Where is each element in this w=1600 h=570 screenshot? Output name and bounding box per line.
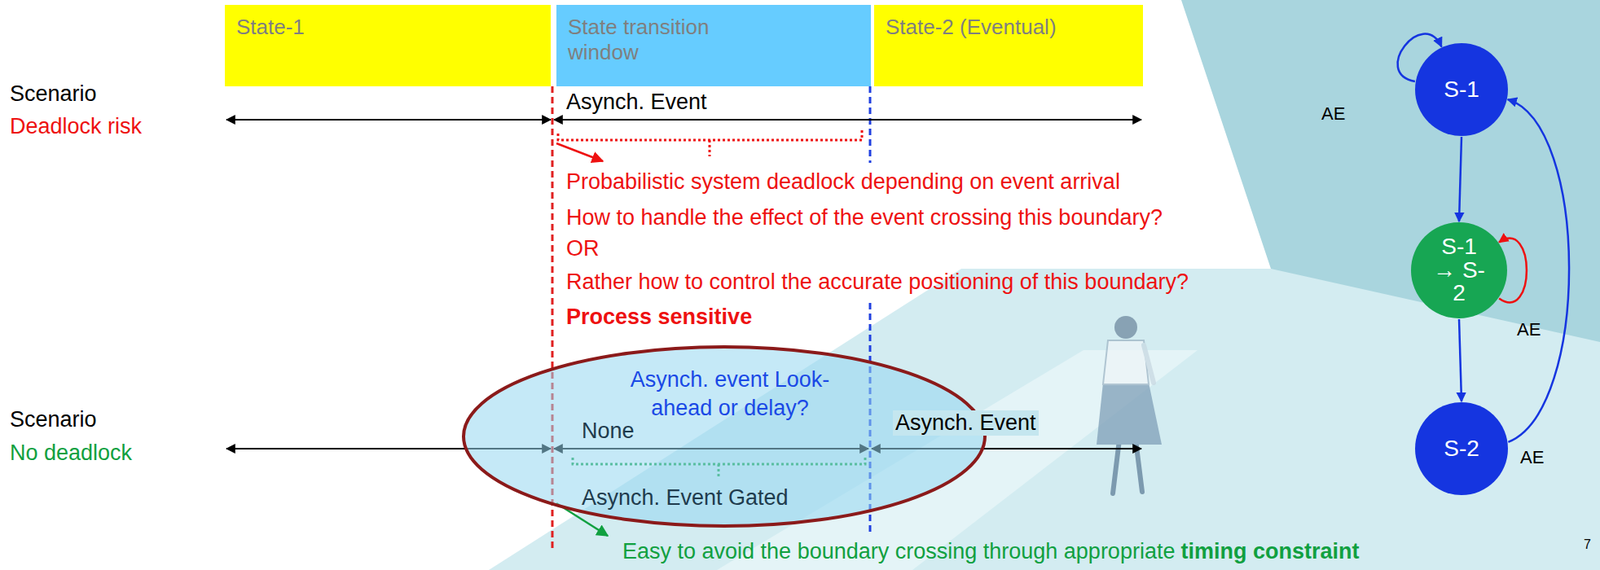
wall-shape [1181, 0, 1600, 343]
leg [1135, 439, 1143, 493]
state-circle: S-2 [1414, 401, 1509, 497]
scenario-safe: No deadlock [9, 440, 132, 466]
leg [1112, 439, 1120, 494]
circle-shape [1415, 402, 1508, 496]
state-transition [1459, 319, 1462, 402]
state-transition [1507, 99, 1570, 443]
state-name: S-2 [1443, 437, 1480, 462]
note-line: Rather how to control the accurate posit… [566, 269, 1189, 295]
state-band: State-1 [224, 4, 551, 87]
timeline-arrow [553, 118, 1142, 121]
question-text: Asynch. event Look-ahead or delay? [611, 365, 849, 423]
note-line: How to handle the effect of the event cr… [566, 205, 1163, 231]
circle-shape [1415, 43, 1508, 137]
note-line: Probabilistic system deadlock depending … [566, 169, 1121, 195]
state-circle: S-1 [1414, 42, 1509, 137]
band-title: State-1 [236, 14, 530, 40]
window-event-text: None [581, 418, 635, 444]
event-label: Asynch. Event [566, 89, 708, 115]
timeline-arrow [226, 118, 551, 121]
scenario-risk: Deadlock risk [9, 114, 142, 140]
state-transition [1459, 136, 1462, 222]
state-band: State-2 (Eventual) [874, 4, 1143, 87]
dotted-bracket [558, 130, 862, 141]
event-label: Asynch. Event [892, 410, 1039, 436]
head [1114, 316, 1138, 339]
ellipse-shape [463, 347, 985, 527]
note-line: OR [566, 236, 600, 262]
boundary-dashed-line [869, 86, 872, 163]
edge-label: AE [1321, 103, 1346, 124]
woman-figure [1096, 316, 1162, 494]
transition-band: State transition window [556, 4, 871, 87]
band-title: State-2 (Eventual) [885, 14, 1130, 40]
circle-shape [1410, 222, 1508, 319]
note-emphasis: Process sensitive [566, 304, 752, 330]
conclusion-emphasis: timing constraint [1180, 539, 1359, 565]
floor-shape [488, 268, 1600, 570]
transition-circle: S-1 → S-2 [1410, 221, 1508, 320]
band-title: State transition window [567, 14, 772, 66]
conclusion-text: Easy to avoid the boundary crossing thro… [622, 539, 1175, 565]
pointer-arrow [556, 143, 603, 162]
edge-label: AE [1520, 447, 1544, 468]
gating-ellipse: Asynch. event Look-ahead or delay?NoneAs… [461, 344, 988, 529]
edge-label: AE [1516, 319, 1541, 340]
bracket-tick [708, 140, 712, 157]
scenario-label: Scenario [9, 407, 97, 433]
scenario-label: Scenario [9, 81, 97, 107]
state-name: S-1 [1443, 78, 1480, 102]
arm [1143, 345, 1154, 383]
gated-event-text: Asynch. Event Gated [581, 485, 789, 511]
skirt [1096, 382, 1162, 445]
state-name: S-1 → S-2 [1432, 235, 1486, 306]
page-number: 7 [1583, 537, 1592, 553]
